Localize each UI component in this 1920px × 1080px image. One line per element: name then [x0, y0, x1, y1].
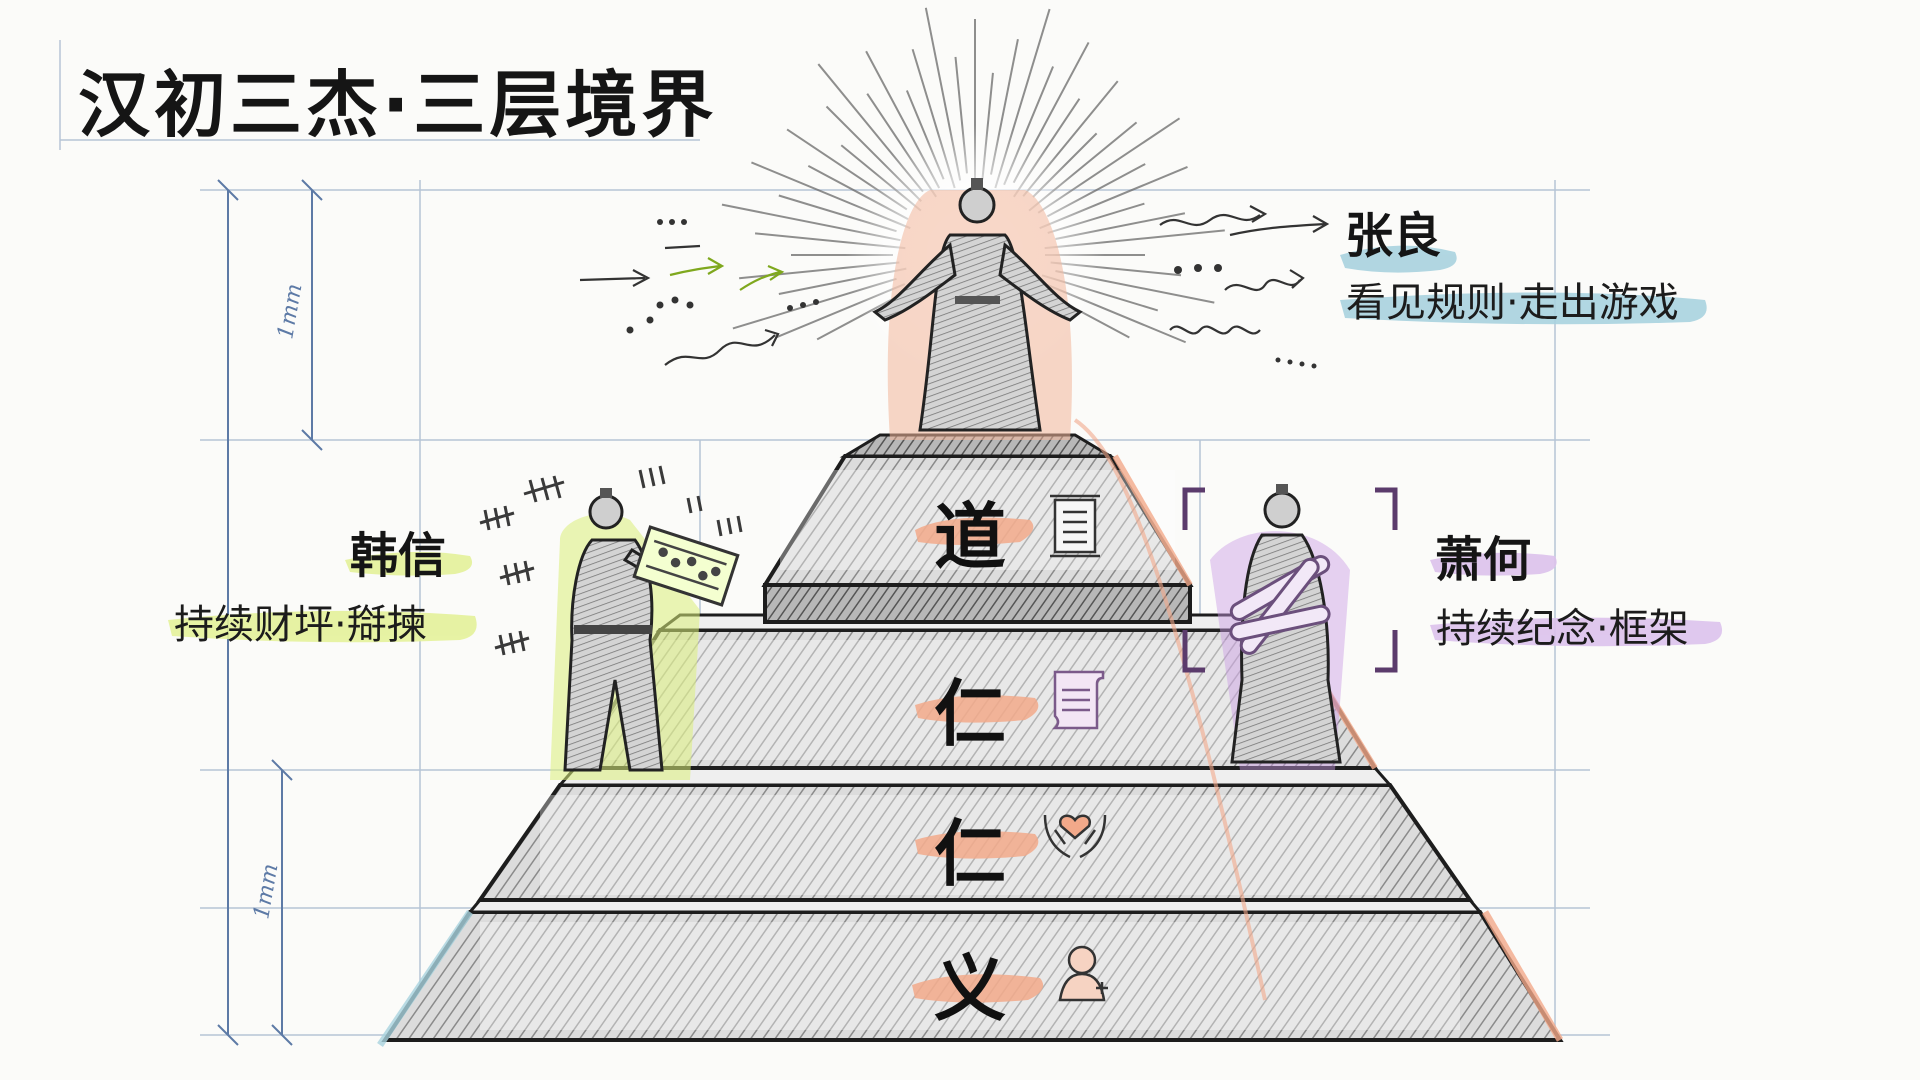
label-highlights — [168, 245, 1723, 647]
zhangliang-name: 张良 — [1345, 208, 1442, 264]
xiaohe-figure — [1182, 484, 1398, 770]
level-label-ren-lower: 仁 — [933, 812, 1006, 896]
dimension-label-upper: 1mm — [273, 282, 307, 341]
hanxin-desc: 持续财坪·搿揀 — [174, 602, 427, 648]
level-label-dao: 道 — [933, 495, 1006, 579]
scroll-document-icon — [1050, 494, 1100, 558]
hanxin-name: 韩信 — [350, 528, 447, 584]
xiaohe-name: 萧何 — [1435, 532, 1532, 588]
dot-doodles — [626, 219, 1317, 369]
scroll-icon — [1051, 670, 1105, 730]
tally-marks — [479, 465, 743, 656]
level-label-ren-upper: 仁 — [933, 672, 1006, 756]
flow-doodles — [579, 205, 1330, 366]
dimension-markers — [217, 179, 323, 1046]
dimension-label-lower: 1mm — [249, 862, 283, 921]
page-title: 汉初三杰·三层境界 — [78, 63, 718, 147]
xiaohe-desc: 持续纪念·框架 — [1436, 606, 1689, 652]
zhangliang-figure — [872, 178, 1083, 440]
heart-hands-icon — [1043, 814, 1107, 859]
hanxin-figure — [550, 488, 740, 780]
level-label-yi: 义 — [933, 947, 1006, 1031]
level-highlights — [912, 517, 1044, 1003]
person-plus-icon — [1058, 945, 1108, 1002]
zhangliang-desc: 看见规则·走出游戏 — [1346, 280, 1679, 326]
